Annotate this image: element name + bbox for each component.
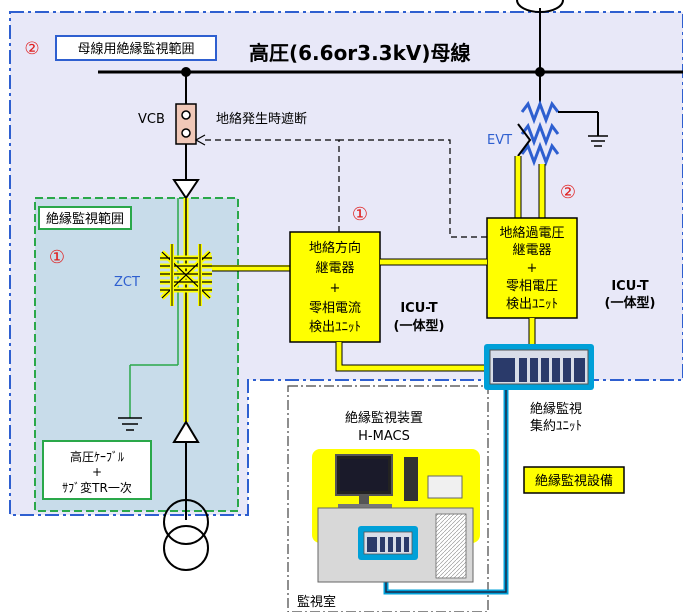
relay2-number: ② <box>560 182 576 203</box>
keyboard-icon <box>338 504 392 510</box>
evt-winding <box>520 99 560 125</box>
evt-winding <box>520 121 560 147</box>
relay1-output-line <box>336 342 486 371</box>
vcb-contact <box>181 128 191 138</box>
relay1-number: ① <box>352 204 368 225</box>
relay2-line: + <box>527 261 538 276</box>
relay1-line: 零相電流 <box>309 301 361 316</box>
sub-transformer-coil <box>163 525 209 571</box>
hv-cable-line: 高圧ｹｰﾌﾞﾙ <box>70 449 124 464</box>
trip-command-line <box>339 139 487 238</box>
monitor-screen-glass <box>340 459 388 491</box>
busbar-area-label-box <box>55 35 217 61</box>
busbar-area-label: 母線用絶縁監視範囲 <box>77 41 194 57</box>
busbar-title: 高圧(6.6or3.3kV)母線 <box>249 41 471 65</box>
relay1-line: 検出ﾕﾆｯﾄ <box>309 320 361 335</box>
aggregator-module <box>530 358 538 382</box>
relay1-line: 継電器 <box>315 261 354 276</box>
zct-label: ZCT <box>114 275 140 290</box>
hv-cable-label-box <box>42 440 152 500</box>
trip-command-arrow <box>194 134 206 146</box>
feeder-arrow-down <box>172 179 200 200</box>
evt-delta <box>517 123 532 157</box>
relay1-line: + <box>330 281 341 296</box>
local-unit-module <box>396 537 401 552</box>
relay1-output-line <box>335 342 486 372</box>
hv-cable-line: ｻﾌﾞ変TR一次 <box>62 480 132 495</box>
zct-symbol <box>160 251 212 299</box>
aggregator-label: 絶縁監視 <box>530 401 582 417</box>
aggregator-module <box>493 358 515 382</box>
relay2-unit-type: (一体型) <box>605 295 656 311</box>
relay1-unit-type: (一体型) <box>394 318 445 334</box>
local-unit-module <box>404 537 409 552</box>
aggregator-module <box>563 358 571 382</box>
local-unit-module <box>367 537 377 552</box>
relay1-line: 地絡方向 <box>309 240 361 256</box>
vcb-trip-note: 地絡発生時遮断 <box>216 111 307 127</box>
monitor-device-label: 絶縁監視装置 <box>345 410 423 426</box>
monitor-stand <box>359 495 369 505</box>
feeder-area-label-box <box>38 206 132 230</box>
aggregator-label: 集約ﾕﾆｯﾄ <box>530 418 582 434</box>
room-label: 監視室 <box>297 594 336 610</box>
aggregator-module <box>552 358 560 382</box>
feeder-area-number: ① <box>49 247 65 268</box>
monitor-device-label: H-MACS <box>358 429 410 444</box>
pc-tower-icon <box>404 457 418 501</box>
relay2-line: 零相電圧 <box>506 279 558 294</box>
printer-icon <box>427 475 463 499</box>
busbar-area-number: ② <box>24 39 39 59</box>
vcb-contact <box>181 110 191 120</box>
feeder-area-label: 絶縁監視範囲 <box>46 211 124 227</box>
relay2-line: 検出ﾕﾆｯﾄ <box>506 297 558 312</box>
vcb-label: VCB <box>138 112 165 127</box>
aggregator-module <box>541 358 549 382</box>
equipment-tag: 絶縁監視設備 <box>535 473 613 489</box>
aggregator-module <box>574 358 585 382</box>
relay2-line: 継電器 <box>512 243 551 258</box>
desk-drawer <box>435 513 467 579</box>
evt-label: EVT <box>487 133 512 148</box>
local-unit-module <box>380 537 385 552</box>
relay1-box <box>289 231 381 343</box>
relay1-unit-type: ICU-T <box>400 301 437 316</box>
equipment-tag-box <box>523 466 625 494</box>
sub-transformer-coil <box>163 499 209 545</box>
evt-winding <box>520 141 560 167</box>
relay2-unit-type: ICU-T <box>611 279 648 294</box>
vcb-box <box>175 103 197 145</box>
local-unit-module <box>388 537 393 552</box>
relay2-line: 地絡過電圧 <box>499 225 564 241</box>
aggregator-module <box>519 358 527 382</box>
hv-cable-line: + <box>92 465 102 479</box>
top-transformer-coil <box>516 0 564 13</box>
